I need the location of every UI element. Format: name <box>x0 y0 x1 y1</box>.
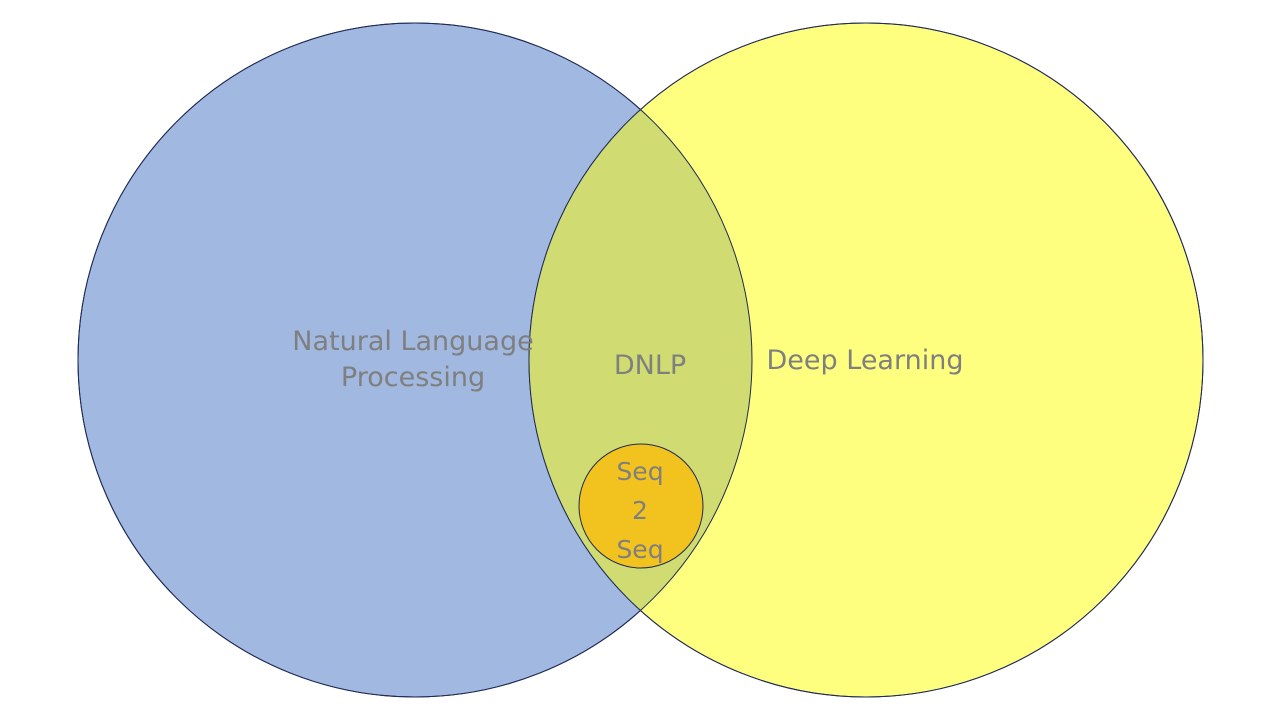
seq2seq-label: Seq 2 Seq <box>590 452 690 569</box>
nlp-label: Natural Language Processing <box>288 324 538 396</box>
seq2seq-label-line-1: Seq <box>616 457 664 486</box>
nlp-circle-outline <box>77 22 753 698</box>
seq2seq-label-line-3: Seq <box>616 535 664 564</box>
nlp-label-line-1: Natural Language <box>292 326 534 357</box>
deep-learning-circle-outline <box>528 22 1204 698</box>
nlp-label-line-2: Processing <box>340 362 486 393</box>
dnlp-label: DNLP <box>613 350 687 381</box>
seq2seq-label-line-2: 2 <box>632 496 648 525</box>
deep-learning-label: Deep Learning <box>766 345 964 376</box>
seq2seq-circle <box>578 443 704 569</box>
